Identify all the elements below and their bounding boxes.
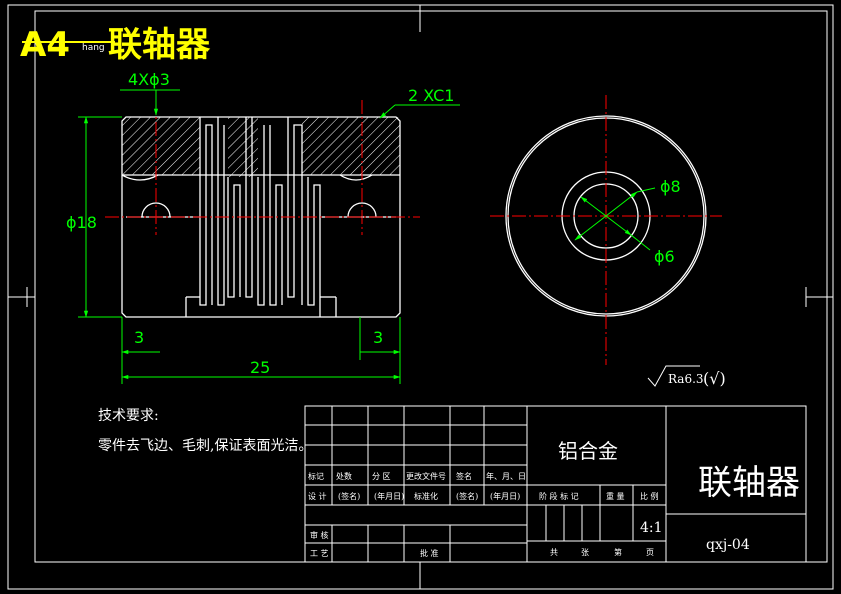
chamfer-callout: 2 XC1 [408, 86, 454, 105]
front-centerlines [105, 100, 420, 235]
part-name-label: 联轴器 [698, 463, 800, 503]
tb-row1-col5: 签名 [456, 471, 472, 481]
tb-row1-col4: 更改文件号 [406, 471, 446, 481]
tb-page-label: 页 [646, 548, 654, 557]
side-dimensions [574, 187, 656, 251]
tb-process: 工 艺 [310, 549, 329, 558]
tb-stage-label: 阶 段 标 记 [539, 491, 579, 501]
side-view: ϕ8 ϕ6 [490, 95, 722, 365]
sheet-size-label: A4 [20, 25, 70, 65]
right-width-dimension: 3 [373, 328, 383, 347]
tb-row1-col2: 处数 [336, 471, 352, 481]
banner-title: A4 hang 联轴器 [20, 25, 211, 65]
tb-no-label: 第 [614, 547, 622, 557]
tech-req-body: 零件去飞边、毛刺,保证表面光洁。 [98, 438, 312, 454]
tb-row1-col1: 标记 [308, 471, 324, 481]
tb-row2-col6: (年月日) [490, 491, 520, 501]
front-view: 4Xϕ3 2 XC1 ϕ18 3 3 25 [66, 70, 460, 384]
banner-part-title: 联轴器 [108, 25, 211, 65]
material-label: 铝合金 [558, 439, 618, 463]
tb-weight-label: 重 量 [606, 491, 625, 501]
outer-bore-dimension: ϕ8 [660, 177, 681, 196]
tb-review: 审 核 [310, 530, 329, 540]
section-hatching [122, 117, 400, 217]
title-block-text: 铝合金 联轴器 qxj-04 4:1 标记 处数 分 区 更改文件号 签名 年、… [308, 439, 800, 558]
tb-row1-col3: 分 区 [372, 472, 391, 481]
tech-req-heading: 技术要求: [98, 408, 159, 424]
technical-requirements: 技术要求: 零件去飞边、毛刺,保证表面光洁。 [98, 408, 312, 454]
hole-callout: 4Xϕ3 [128, 70, 170, 89]
left-width-dimension: 3 [134, 328, 144, 347]
roughness-symbol: Ra6.3 (√) [647, 365, 726, 388]
tb-scale-label: 比 例 [640, 491, 659, 501]
scale-value: 4:1 [640, 520, 663, 536]
tb-row2-col2: (签名) [338, 491, 360, 501]
length-dimension: 25 [250, 358, 270, 377]
diameter-dimension: ϕ18 [66, 213, 97, 232]
tb-approve: 批 准 [420, 548, 439, 558]
tb-sheets-label: 张 [581, 548, 589, 557]
drawing-number: qxj-04 [706, 537, 750, 553]
tb-row2-col5: (签名) [456, 491, 478, 501]
tb-row1-col6: 年、月、日 [486, 471, 526, 481]
tb-row2-col3: (年月日) [374, 491, 404, 501]
banner-hidden-note: hang [82, 43, 105, 53]
tb-total-label: 共 [550, 548, 558, 557]
tb-row2-col4: 标准化 [414, 491, 438, 501]
roughness-value: Ra6.3 [668, 372, 704, 386]
title-block [304, 405, 807, 563]
tb-row2-col1: 设 计 [308, 491, 327, 501]
inner-bore-dimension: ϕ6 [654, 247, 675, 266]
front-dimensions [78, 89, 460, 384]
side-centerlines [490, 95, 722, 365]
roughness-suffix: (√) [703, 369, 726, 388]
